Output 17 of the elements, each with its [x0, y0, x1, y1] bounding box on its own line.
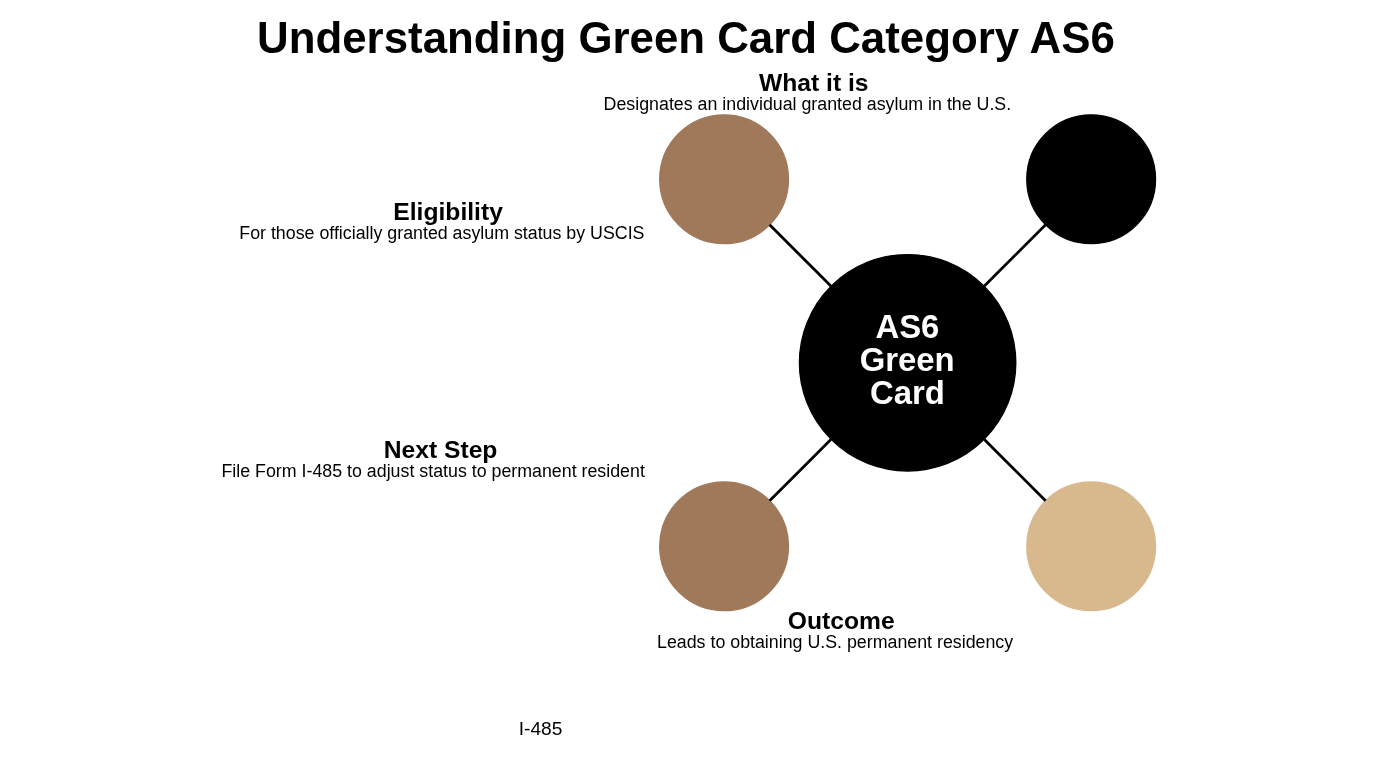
node-circle [658, 481, 789, 612]
connector [982, 223, 1047, 287]
node-label: Designates an individual granted asylum in the U.S. [603, 93, 1011, 114]
connector [768, 438, 832, 502]
connector [982, 438, 1047, 502]
node-label: What it is [758, 68, 869, 96]
node-circle [1025, 114, 1156, 245]
diagram-title: Understanding Green Card Category AS6 [256, 12, 1115, 62]
node-circle [658, 114, 789, 245]
node-circle: AS6 Green Card [798, 253, 1016, 472]
node-label: Outcome [787, 607, 895, 635]
node-label: Eligibility [392, 197, 503, 225]
node-label: Leads to obtaining U.S. permanent residency [656, 632, 1013, 653]
label: I-485 [518, 717, 562, 739]
connector [768, 223, 832, 287]
node-label: Next Step [383, 435, 497, 463]
node-circle [1025, 481, 1156, 612]
